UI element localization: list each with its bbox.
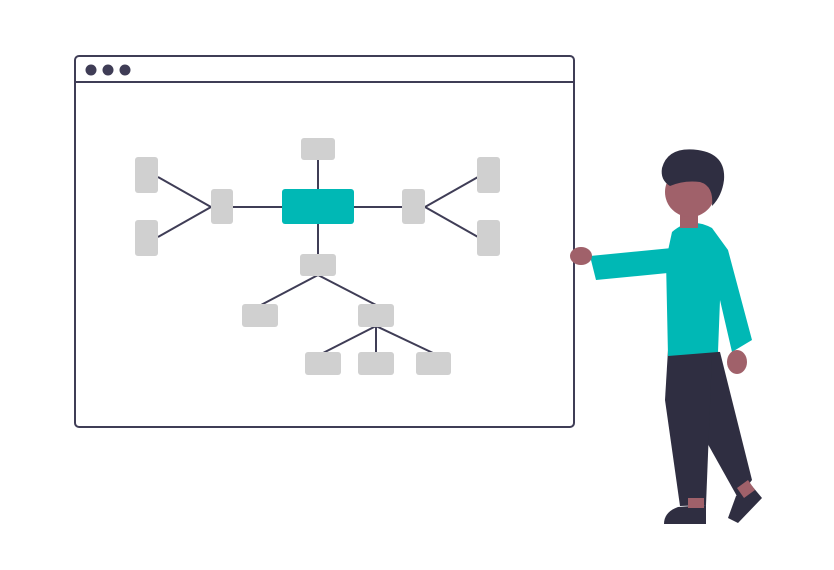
- connector: [157, 206, 212, 238]
- person-hair: [661, 149, 725, 206]
- window-dot-icon[interactable]: [102, 64, 114, 76]
- person-shirt: [666, 222, 752, 356]
- person-shoe-back: [728, 486, 762, 523]
- person-hand: [727, 350, 747, 374]
- person-leg-front: [665, 350, 712, 506]
- diagram-node-bottom-leaf: [416, 352, 451, 375]
- person-shoe-front: [664, 505, 706, 524]
- diagram-nodes: [135, 138, 500, 375]
- diagram-node-central: [282, 189, 354, 224]
- connector: [157, 176, 212, 208]
- diagram-node-left-hub: [211, 189, 233, 224]
- browser-window: [74, 55, 575, 428]
- person-ankle: [737, 480, 755, 498]
- diagram-node-bottom-leaf: [305, 352, 341, 375]
- window-dot-icon[interactable]: [119, 64, 131, 76]
- connector: [424, 176, 479, 208]
- diagram-connectors: [157, 160, 479, 354]
- person-arm-reaching: [590, 248, 678, 280]
- diagram-node-right-hub: [402, 189, 425, 224]
- connector: [424, 206, 479, 238]
- diagram-node-bottom-leaf: [358, 352, 394, 375]
- diagram-node-bottom-hub: [300, 254, 336, 276]
- person: [570, 149, 762, 524]
- connector: [375, 325, 434, 354]
- person-hand: [570, 247, 592, 265]
- diagram-node-bottom-leaf: [242, 304, 278, 327]
- connector: [260, 274, 319, 306]
- diagram-node-top: [301, 138, 335, 160]
- window-frame: [74, 55, 575, 428]
- diagram-node-left-leaf: [135, 220, 158, 256]
- person-ankle: [688, 498, 704, 508]
- diagram-node-left-leaf: [135, 157, 158, 193]
- diagram-node-right-leaf: [477, 157, 500, 193]
- diagram-node-bottom-subhub: [358, 304, 394, 327]
- diagram-node-right-leaf: [477, 220, 500, 256]
- window-dot-icon[interactable]: [85, 64, 97, 76]
- connector: [317, 274, 377, 306]
- connector: [322, 325, 377, 354]
